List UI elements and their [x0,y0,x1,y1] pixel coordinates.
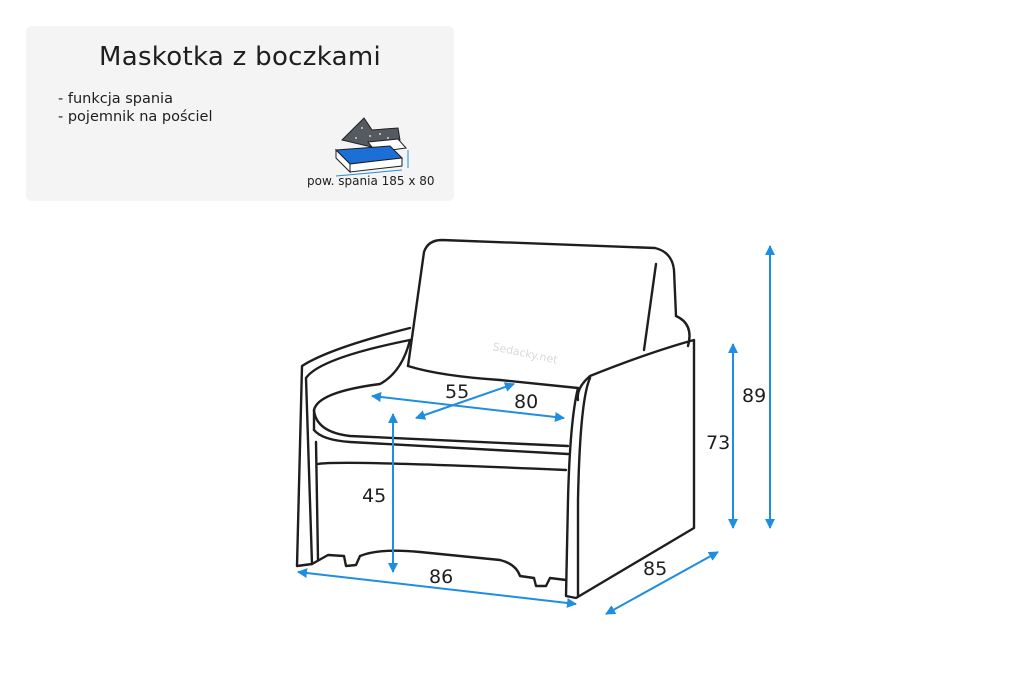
sofa-bed-icon [334,117,409,177]
armchair-outline [295,238,696,600]
total-height-label: 89 [742,385,766,407]
total-depth-label: 85 [643,558,667,580]
feature-list: - funkcja spania - pojemnik na pościel [58,90,212,126]
dimension-arrows [297,245,775,615]
seat-depth-label: 55 [445,381,469,403]
sleep-area-caption: pow. spania 185 x 80 [307,174,435,188]
seat-width-label: 80 [514,391,538,413]
feature-item: - funkcja spania [58,91,173,107]
total-width-label: 86 [429,566,453,588]
total-depth-arrow [605,551,719,615]
product-info-panel: Maskotka z boczkami - funkcja spania - p… [26,26,454,201]
seat-height-label: 45 [362,485,386,507]
feature-item: - pojemnik na pościel [58,109,213,125]
total-width-arrow [297,568,577,608]
watermark: Sedacky.net [491,340,559,367]
product-title: Maskotka z boczkami [99,42,381,72]
armrest-height-label: 73 [706,432,730,454]
seat-width-arrow [371,392,565,422]
